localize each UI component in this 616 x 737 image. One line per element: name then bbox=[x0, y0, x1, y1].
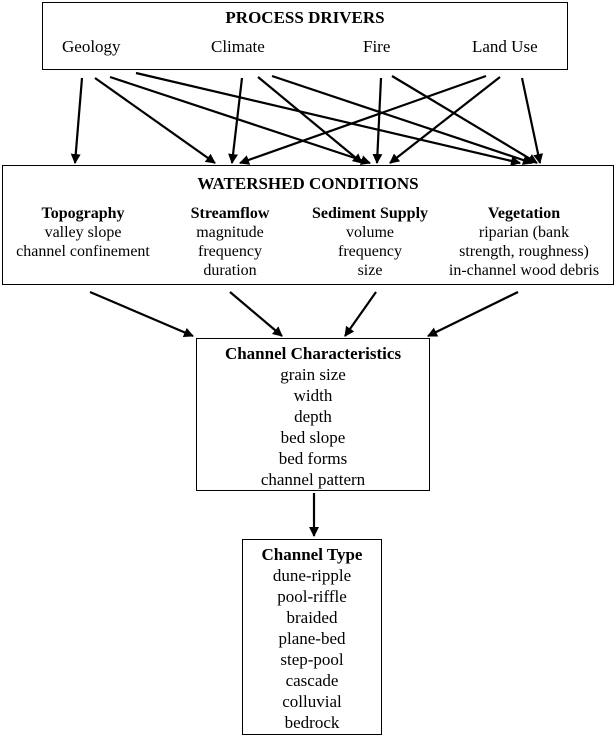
channel-type-list: Channel Type dune-ripple pool-riffle bra… bbox=[242, 544, 382, 733]
arrow-fire-sediment bbox=[372, 77, 383, 164]
arrow-fire-vegetation bbox=[391, 75, 538, 164]
arrow-geology-topo bbox=[70, 77, 84, 164]
arrow-ws-cc-3 bbox=[344, 291, 377, 337]
sediment-supply-line: frequency bbox=[338, 243, 402, 260]
channel-characteristic-item: bed slope bbox=[280, 428, 346, 447]
arrow-ws-cc-4 bbox=[427, 291, 519, 337]
channel-characteristic-item: channel pattern bbox=[260, 470, 366, 489]
sediment-supply-line: volume bbox=[346, 224, 394, 241]
process-drivers-box bbox=[42, 2, 568, 70]
watershed-conditions-box bbox=[2, 165, 614, 285]
sediment-supply-heading: Sediment Supply bbox=[311, 205, 429, 222]
vegetation-heading: Vegetation bbox=[487, 205, 561, 222]
channel-type-item: cascade bbox=[285, 671, 339, 690]
channel-characteristics-title: Channel Characteristics bbox=[224, 344, 402, 363]
vegetation-line: strength, roughness) bbox=[459, 243, 589, 260]
driver-land-use: Land Use bbox=[472, 37, 538, 56]
topography-heading: Topography bbox=[41, 205, 125, 222]
topography-line: channel confinement bbox=[16, 243, 150, 260]
arrow-ws-cc-2 bbox=[229, 291, 283, 337]
channel-type-item: bedrock bbox=[284, 713, 340, 732]
vegetation-line: riparian (bank bbox=[478, 224, 570, 241]
channel-type-title: Channel Type bbox=[261, 545, 363, 564]
arrow-geology-streamflow bbox=[94, 77, 216, 164]
channel-type-box bbox=[242, 539, 382, 735]
streamflow-line: frequency bbox=[198, 243, 262, 260]
driver-climate: Climate bbox=[211, 37, 265, 56]
sediment-supply-line: size bbox=[357, 262, 383, 279]
topography-line: valley slope bbox=[44, 224, 122, 241]
channel-characteristic-item: depth bbox=[294, 407, 332, 426]
streamflow-heading: Streamflow bbox=[190, 205, 270, 222]
vegetation-line: in-channel wood debris bbox=[448, 262, 600, 279]
channel-type-item: step-pool bbox=[280, 650, 344, 669]
arrow-landuse-streamflow bbox=[239, 74, 487, 165]
process-drivers-title: PROCESS DRIVERS bbox=[225, 8, 385, 27]
arrow-topo-misc bbox=[135, 71, 521, 166]
driver-geology: Geology bbox=[62, 37, 121, 56]
arrow-climate-vegetation bbox=[271, 74, 533, 165]
channel-type-item: colluvial bbox=[282, 692, 342, 711]
channel-characteristic-item: bed forms bbox=[278, 449, 348, 468]
channel-type-item: braided bbox=[286, 608, 338, 627]
streamflow-line: duration bbox=[203, 262, 257, 279]
watershed-column-sediment-supply: Sediment Supply volume frequency size bbox=[300, 204, 440, 280]
arrow-geology-sediment bbox=[109, 75, 371, 165]
arrow-landuse-sediment bbox=[389, 76, 501, 164]
channel-characteristics-box bbox=[196, 338, 430, 491]
arrow-landuse-vegetation bbox=[520, 77, 544, 164]
watershed-column-topography: Topography valley slope channel confinem… bbox=[3, 204, 163, 261]
arrow-ws-cc-1 bbox=[89, 290, 194, 338]
watershed-conditions-title: WATERSHED CONDITIONS bbox=[197, 174, 419, 193]
arrow-climate-sediment bbox=[257, 76, 363, 164]
watershed-column-streamflow: Streamflow magnitude frequency duration bbox=[170, 204, 290, 280]
channel-type-item: plane-bed bbox=[278, 629, 346, 648]
arrow-climate-streamflow bbox=[228, 77, 244, 164]
channel-characteristic-item: grain size bbox=[280, 365, 346, 384]
channel-type-item: dune-ripple bbox=[272, 566, 352, 585]
driver-fire: Fire bbox=[363, 37, 391, 56]
watershed-column-vegetation: Vegetation riparian (bank strength, roug… bbox=[436, 204, 612, 280]
channel-type-item: pool-riffle bbox=[277, 587, 347, 606]
channel-characteristics-list: Channel Characteristics grain size width… bbox=[196, 343, 430, 490]
streamflow-line: magnitude bbox=[196, 224, 264, 241]
channel-characteristic-item: width bbox=[293, 386, 333, 405]
